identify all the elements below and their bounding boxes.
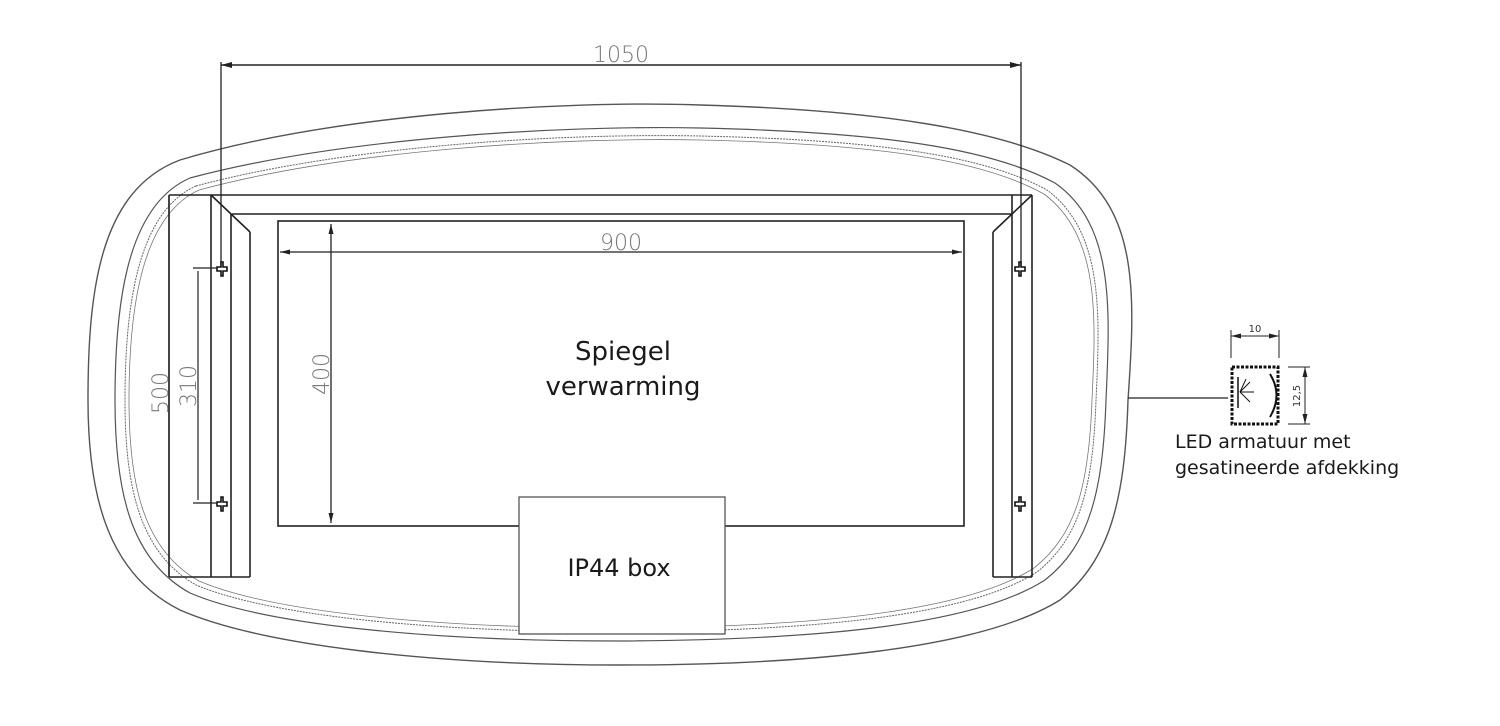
led-strip-line-a [124, 135, 1099, 633]
mirror-inner-outline [114, 126, 1109, 642]
dimension-overall-height: 500 [149, 197, 174, 575]
svg-text:1050: 1050 [593, 43, 649, 68]
ip44-box-label: IP44 box [567, 554, 670, 582]
svg-text:10: 10 [1249, 324, 1262, 335]
dimension-heating-width: 900 [280, 231, 962, 256]
dimension-mount-spacing: 310 [177, 267, 217, 504]
svg-text:310: 310 [177, 365, 202, 407]
led-strip-line-b [128, 139, 1095, 629]
ip44-box [518, 496, 726, 635]
mount-hole-icon [216, 261, 1026, 512]
svg-text:900: 900 [600, 231, 642, 256]
heating-label: Spiegel [575, 337, 671, 367]
svg-text:400: 400 [310, 353, 335, 395]
heating-label-2: verwarming [545, 372, 700, 402]
dimension-overall-width: 1050 [220, 43, 1022, 272]
svg-text:12,5: 12,5 [1292, 385, 1303, 407]
mirror-outer-outline [87, 103, 1133, 666]
svg-text:500: 500 [149, 372, 174, 414]
dimension-heating-height: 400 [310, 224, 335, 523]
led-label: LED armatuur met [1175, 431, 1351, 453]
led-label-2: gesatineerde afdekking [1175, 457, 1399, 479]
led-profile-detail: 10 12,5 [1230, 324, 1310, 426]
